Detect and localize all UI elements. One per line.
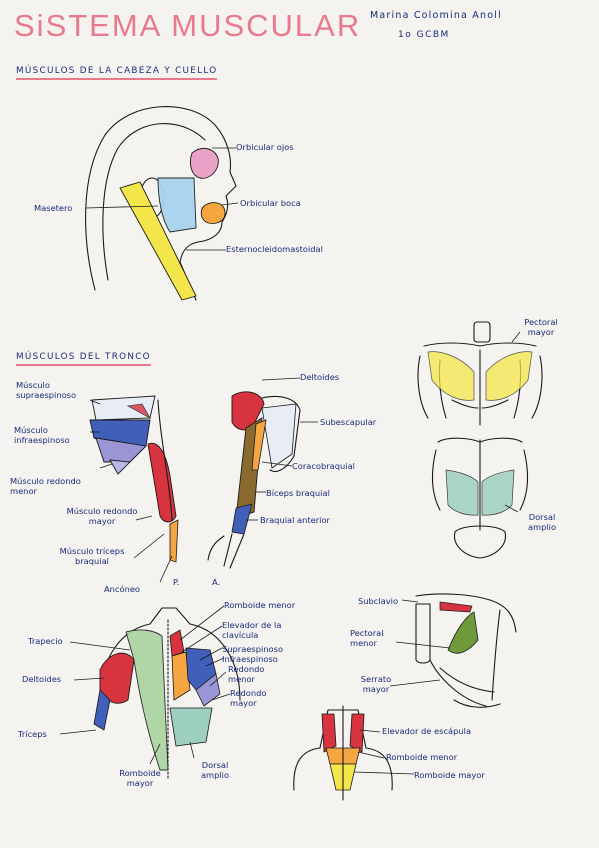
redondo-mayor-muscle: [126, 403, 152, 420]
label-anconeo: Ancóneo: [104, 584, 141, 594]
label-back-redondo-mayor: Redondo mayor: [230, 688, 267, 708]
label-orbicular-boca: Orbicular boca: [240, 198, 301, 208]
label-deltoides: Deltoides: [300, 372, 340, 382]
label-redondo-mayor: Músculo redondo mayor: [66, 506, 138, 526]
anconeus-muscle: [169, 519, 179, 563]
coracobrachialis-muscle: [251, 419, 267, 471]
brachialis-muscle: [231, 503, 253, 535]
rhomboid-minor-muscle: [169, 629, 185, 657]
orbicular-eye-muscle: [189, 147, 219, 179]
label-esternocleidomastoideo: Esternocleidomastoidal: [226, 244, 323, 254]
label-subescapular: Subescapular: [320, 417, 377, 427]
latissimus-right: [481, 469, 515, 516]
sternocleidomastoid-muscle: [119, 181, 197, 301]
triceps-muscle: [147, 442, 177, 523]
label-triceps: Músculo tríceps braquial: [59, 546, 125, 566]
label-supraespinoso: Músculo supraespinoso: [16, 380, 77, 400]
torso-front-illustration: [417, 321, 543, 426]
label-redondo-menor: Músculo redondo menor: [10, 476, 81, 496]
page-title: SiSTEMA MUSCULAR: [14, 8, 362, 43]
label-biceps: Bíceps braquial: [266, 488, 330, 498]
label-neck-romboide-menor: Romboide menor: [386, 752, 458, 762]
label-back-romboide-mayor: Romboide mayor: [119, 768, 161, 788]
label-infraespinoso: Músculo infraespinoso: [14, 425, 70, 445]
label-back-dorsal-amplio: Dorsal amplio: [200, 760, 230, 780]
latissimus-left: [445, 469, 479, 516]
label-back-romboide-menor: Romboide menor: [224, 600, 296, 610]
author-name: Marina Colomina Anoll: [370, 10, 502, 21]
back-illustration: [59, 605, 241, 781]
masseter-muscle: [157, 177, 197, 233]
subscapularis-muscle: [261, 403, 297, 469]
neck-back-illustration: [293, 705, 415, 801]
label-elevador-escapula: Elevador de escápula: [382, 726, 472, 736]
label-back-supraespinoso: Supraespinoso: [222, 644, 284, 654]
label-orbicular-ojos: Orbicular ojos: [236, 142, 294, 152]
pectoral-major-left: [427, 351, 475, 401]
label-neck-romboide-mayor: Romboide mayor: [414, 770, 485, 780]
head-illustration: [85, 106, 239, 301]
label-pectoral-menor: Pectoral menor: [350, 628, 384, 648]
levator-scapulae-right: [349, 713, 365, 753]
label-subclavio: Subclavio: [358, 596, 399, 606]
torso-back-illustration: [431, 437, 529, 559]
back-triceps-muscle: [93, 689, 111, 731]
section-trunk: MÚSCULOS DEL TRONCO: [16, 352, 151, 366]
label-elevador-clavicula: Elevador de la clavícula: [222, 620, 282, 640]
section-head-neck: MÚSCULOS DE LA CABEZA Y CUELLO: [16, 66, 218, 80]
label-coracobraquial: Coracobraquial: [292, 461, 355, 471]
label-back-infraespinoso: Infraespinoso: [222, 654, 278, 664]
subclavius-muscle: [439, 601, 473, 613]
label-back-deltoides: Deltoides: [22, 674, 62, 684]
anterior-arm-illustration: [207, 377, 318, 569]
label-trapecio: Trapecio: [28, 636, 63, 646]
pectoral-minor-muscle: [447, 611, 479, 654]
label-braquial-anterior: Braquial anterior: [260, 515, 330, 525]
label-anterior: A.: [212, 577, 221, 587]
label-serrato-mayor: Serrato mayor: [360, 674, 392, 694]
levator-scapulae-left: [321, 713, 337, 753]
label-dorsal-amplio: Dorsal amplio: [527, 512, 557, 532]
rhomboid-major-muscle: [171, 651, 191, 701]
posterior-arm-illustration: [89, 395, 179, 583]
back-latissimus-muscle: [169, 707, 213, 747]
pectoral-major-right: [485, 351, 533, 401]
label-pectoral-mayor: Pectoral mayor: [524, 317, 558, 337]
label-back-redondo-menor: Redondo menor: [228, 664, 265, 684]
label-masetero: Masetero: [34, 203, 73, 213]
orbicular-mouth-muscle: [200, 202, 226, 224]
label-back-triceps: Tríceps: [18, 729, 47, 739]
class-info: 1o GCBM: [398, 30, 450, 40]
trapezius-muscle: [125, 629, 169, 771]
label-posterior: P.: [173, 577, 180, 587]
chest-side-illustration: [389, 593, 517, 708]
